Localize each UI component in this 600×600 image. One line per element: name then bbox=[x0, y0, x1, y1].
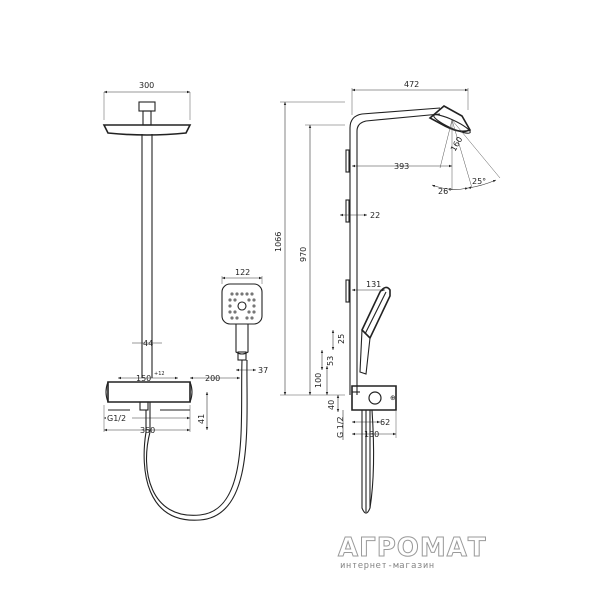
watermark-tagline: интернет-магазин bbox=[340, 561, 435, 571]
angle-160-label: 160 bbox=[449, 135, 464, 153]
dim-472: 472 bbox=[351, 80, 469, 115]
dim-g12: G1/2 bbox=[104, 414, 190, 423]
thermostat-side: ⊕ bbox=[351, 385, 397, 411]
dim-472-label: 472 bbox=[404, 80, 419, 89]
front-view: 300 44 150 +12 20 bbox=[102, 81, 268, 521]
dim-130: 130 bbox=[352, 410, 397, 439]
dim-122: 122 bbox=[221, 268, 263, 284]
dim-62: 62 bbox=[352, 418, 390, 427]
svg-text:⊕: ⊕ bbox=[390, 394, 396, 402]
dim-53-label: 53 bbox=[326, 356, 335, 366]
dim-300: 300 bbox=[103, 81, 191, 120]
overhead-shower-side bbox=[428, 105, 472, 134]
dim-393: 393 bbox=[352, 162, 452, 171]
dim-40: 40 bbox=[327, 395, 340, 412]
hand-shower-front bbox=[221, 283, 263, 361]
thermostat-front bbox=[105, 381, 193, 411]
dim-1066-label: 1066 bbox=[274, 232, 283, 252]
dim-200: 200 bbox=[190, 374, 240, 383]
dim-25-label: 25 bbox=[337, 334, 346, 344]
shower-arm-side bbox=[349, 107, 441, 160]
dim-25: 25 bbox=[331, 330, 346, 350]
shower-hose-side bbox=[361, 409, 375, 514]
dim-150-label: 150 bbox=[136, 374, 151, 383]
dim-393-label: 393 bbox=[394, 162, 409, 171]
overhead-shower-front bbox=[102, 101, 192, 136]
dim-122-label: 122 bbox=[235, 268, 250, 277]
dim-100: 100 bbox=[314, 366, 329, 395]
dim-g12-side: G 1/2 bbox=[336, 410, 345, 440]
angle-26-label: 26° bbox=[438, 187, 452, 196]
angle-lines: 160 26° 25° bbox=[431, 119, 501, 196]
spray-face-dots bbox=[228, 292, 256, 320]
dim-62-label: 62 bbox=[380, 418, 390, 427]
dim-44-label: 44 bbox=[143, 339, 153, 348]
dim-131: 131 bbox=[352, 280, 385, 292]
dim-131-label: 131 bbox=[366, 280, 381, 289]
dim-41: 41 bbox=[197, 392, 209, 430]
dim-970-label: 970 bbox=[299, 247, 308, 262]
dim-37-label: 37 bbox=[258, 366, 268, 375]
dim-41-label: 41 bbox=[197, 414, 206, 424]
dim-200-label: 200 bbox=[205, 374, 220, 383]
dim-100-label: 100 bbox=[314, 373, 323, 388]
dim-150: 150 +12 bbox=[118, 371, 178, 383]
hand-shower-side bbox=[359, 286, 391, 375]
watermark-brand: АГРОМАТ bbox=[338, 533, 487, 563]
shower-rail-front bbox=[141, 134, 153, 378]
dim-350-label: 350 bbox=[140, 426, 155, 435]
dim-44: 44 bbox=[132, 339, 162, 348]
side-view: 472 160 26° 25° 393 bbox=[274, 80, 501, 514]
dim-150-tolerance: +12 bbox=[154, 371, 165, 377]
dim-970: 970 bbox=[299, 124, 345, 395]
dim-g12-label: G1/2 bbox=[107, 414, 126, 423]
dim-350: 350 bbox=[103, 405, 191, 435]
dim-37: 37 bbox=[236, 366, 268, 375]
angle-25-label: 25° bbox=[472, 177, 486, 186]
watermark-logo: АГРОМАТ интернет-магазин bbox=[338, 533, 487, 572]
shower-hose-front bbox=[146, 359, 243, 516]
dim-53: 53 bbox=[320, 350, 335, 370]
dim-g12-side-label: G 1/2 bbox=[336, 416, 345, 438]
shower-rail-side bbox=[345, 149, 358, 395]
dim-22-label: 22 bbox=[370, 211, 380, 220]
dim-40-label: 40 bbox=[327, 400, 336, 410]
dim-22: 22 bbox=[340, 211, 380, 220]
dim-1066: 1066 bbox=[274, 101, 345, 396]
dim-300-label: 300 bbox=[139, 81, 154, 90]
dim-130-label: 130 bbox=[364, 430, 379, 439]
